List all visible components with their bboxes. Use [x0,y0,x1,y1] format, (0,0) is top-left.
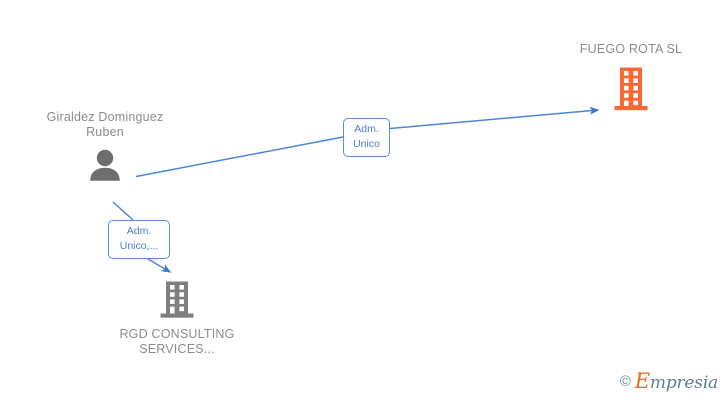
node-label-fuego-rota-sl: FUEGO ROTA SL [579,42,683,56]
person-avatar-icon [45,149,165,181]
empresia-logo-text: Empresia [635,371,718,392]
empresia-logo-initial: E [634,369,650,393]
node-company-fuego-rota-sl[interactable]: FUEGO ROTA SL [566,42,696,111]
node-label-rgd-consulting-services: RGD CONSULTING SERVICES... [119,327,235,356]
node-label-giraldez-dominguez-ruben: Giraldez Dominguez Ruben [46,110,164,139]
edge-label-adm-unico-fuego[interactable]: Adm. Unico [343,118,390,157]
copyright-icon: © [619,373,631,390]
edge-person-to-fuego[interactable] [135,106,600,178]
empresia-watermark: © Empresia [620,371,718,392]
building-icon [566,67,696,111]
edge-label-adm-unico-rgd[interactable]: Adm. Unico,... [108,220,170,259]
empresia-logo-rest: mpresia [649,373,718,393]
node-company-rgd-consulting-services[interactable]: RGD CONSULTING SERVICES... [112,281,242,357]
node-person-giraldez-dominguez-ruben[interactable]: Giraldez Dominguez Ruben [45,110,165,181]
building-icon [112,281,242,318]
